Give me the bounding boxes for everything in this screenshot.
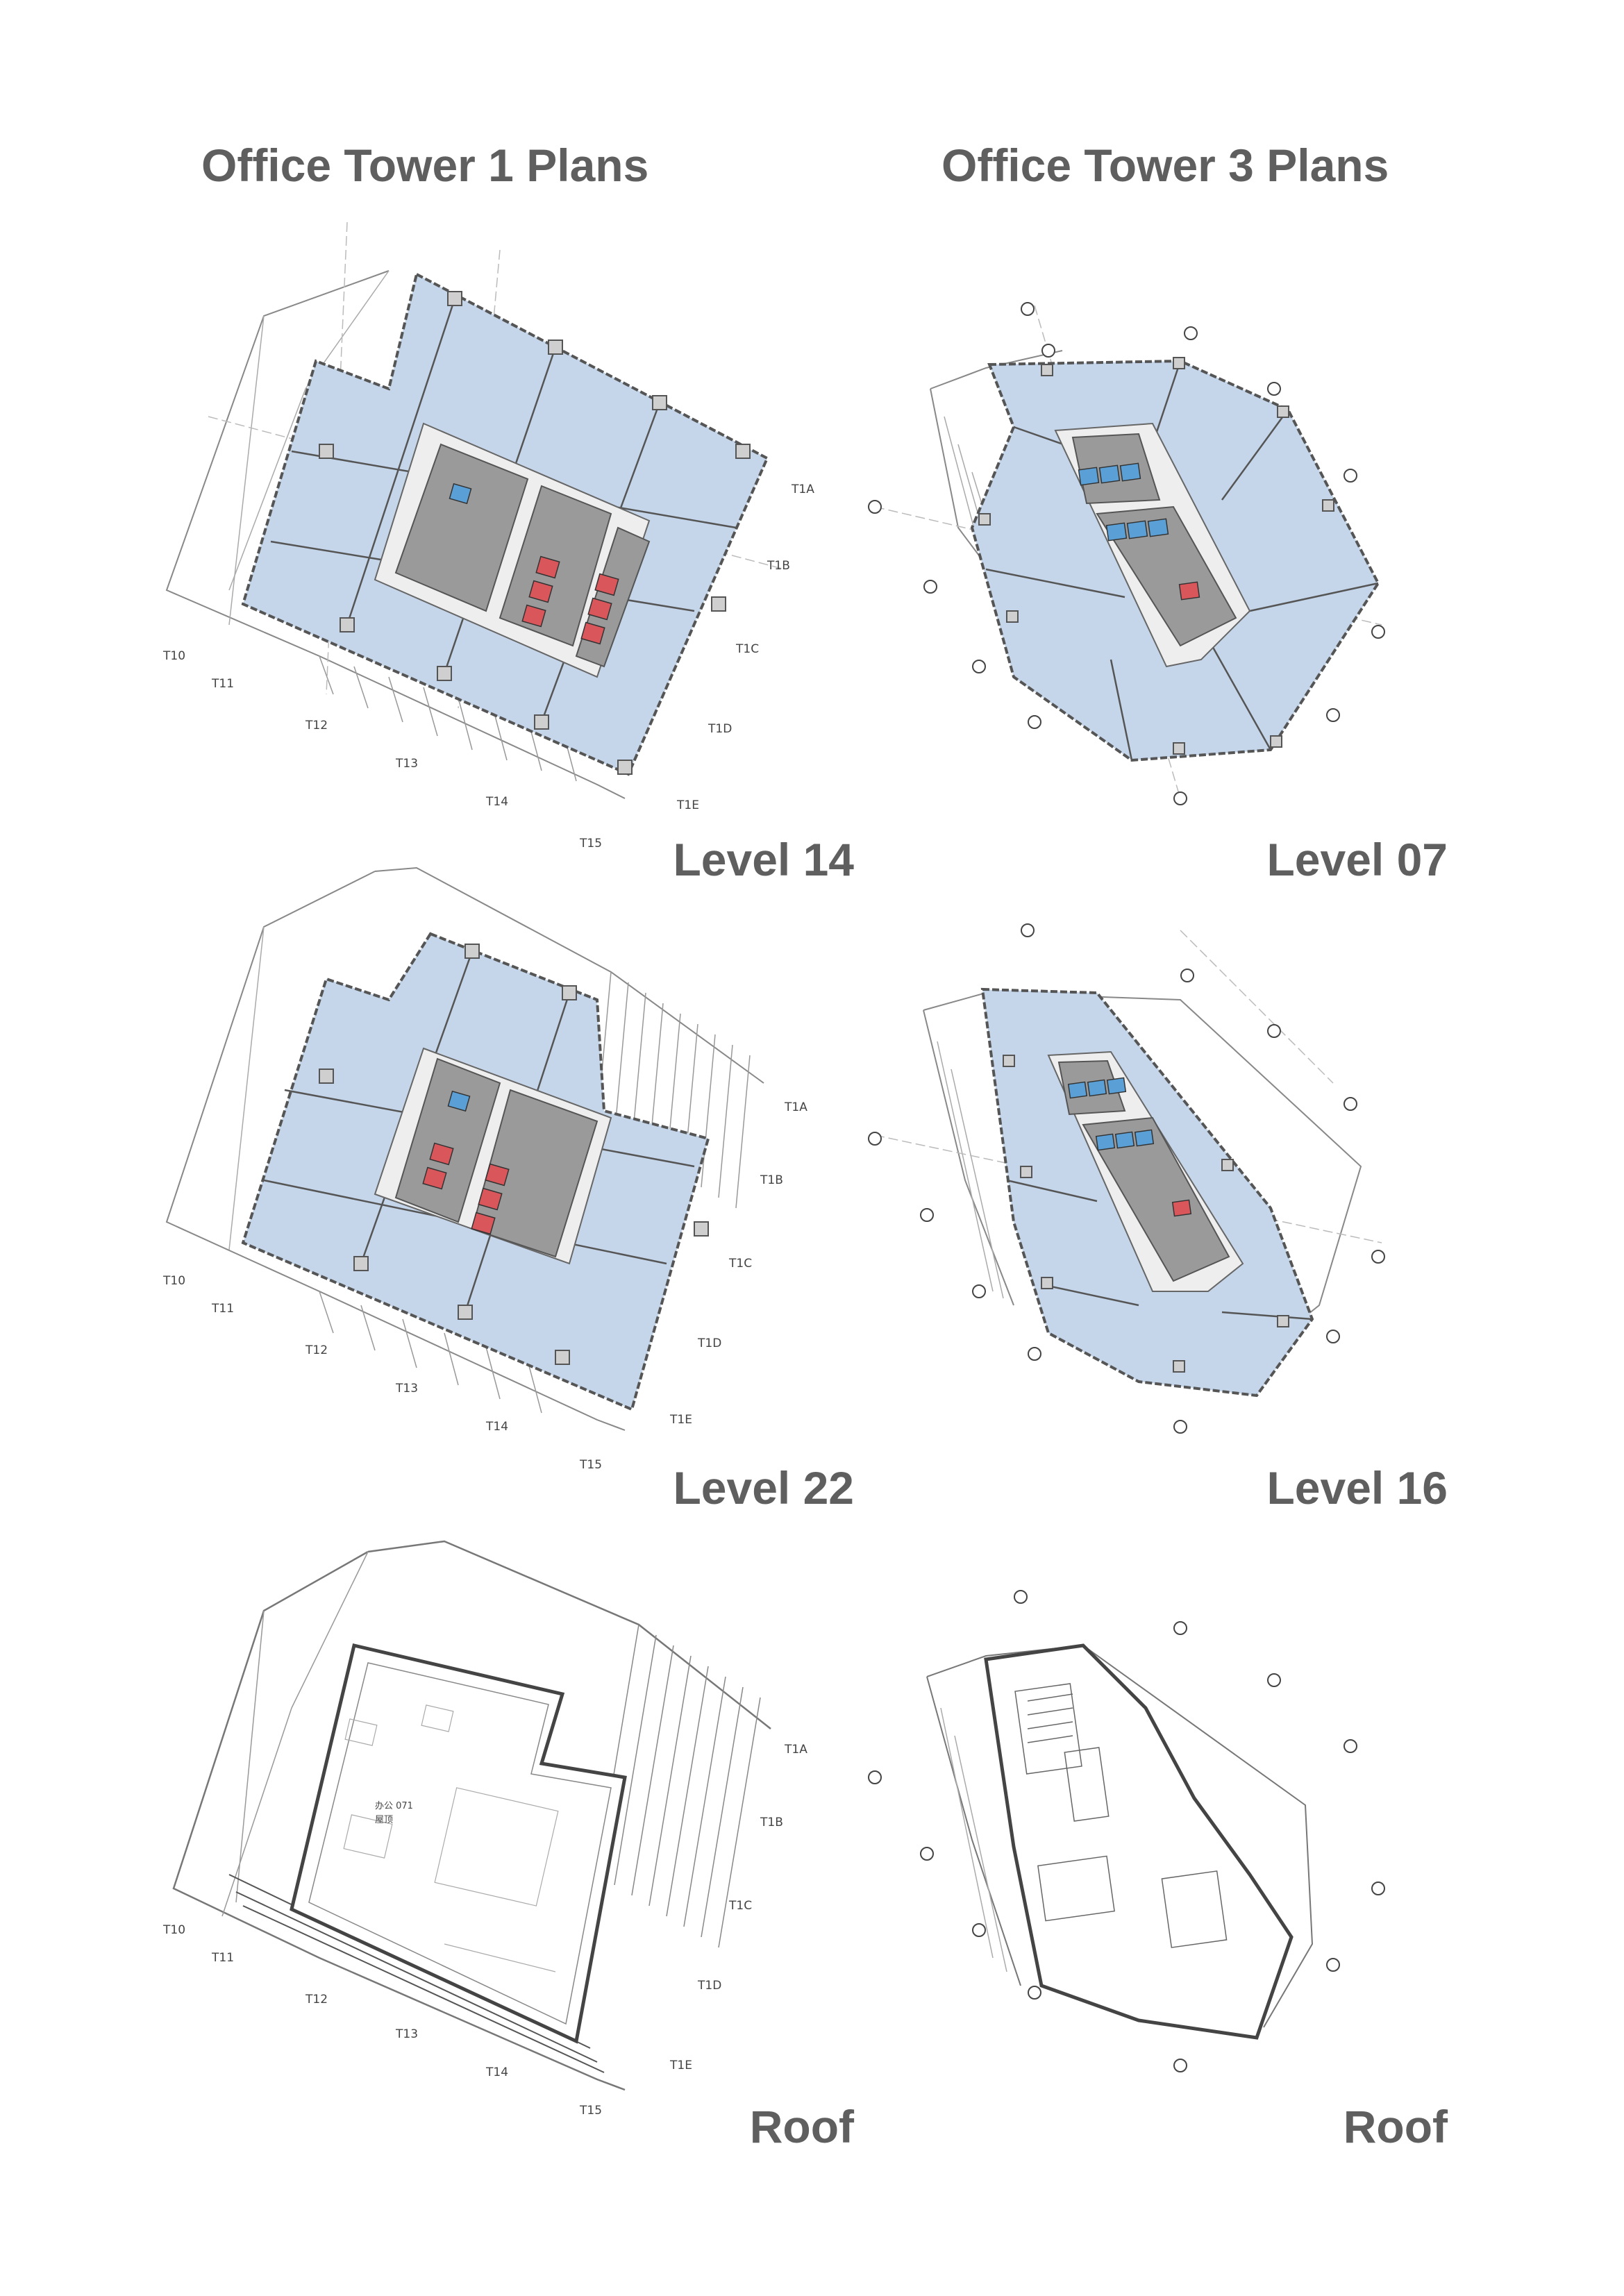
grid-tags-right: T1A T1B T1C T1D T1E <box>669 1100 807 1427</box>
level-label-t1-l14: Level 14 <box>673 834 854 885</box>
roof-parapet <box>290 1643 627 2044</box>
level-label-t3-l16: Level 16 <box>1266 1462 1448 1514</box>
grid-tags-bottom: T10 T11 T12 T13 T14 T15 <box>162 649 602 850</box>
svg-text:T1E: T1E <box>669 2059 692 2072</box>
grid-tags-right: T1A T1B T1C T1D T1E <box>676 483 814 812</box>
svg-text:T15: T15 <box>579 1458 602 1472</box>
svg-text:T11: T11 <box>211 677 234 691</box>
svg-text:T1C: T1C <box>728 1257 752 1271</box>
tower1-heading: Office Tower 1 Plans <box>201 140 649 191</box>
svg-text:T14: T14 <box>485 795 508 809</box>
roof-parapet <box>984 1643 1294 2040</box>
level-label-t1-roof: Roof <box>749 2101 854 2152</box>
svg-text:T13: T13 <box>395 1382 418 1396</box>
level-label-t1-l22: Level 22 <box>673 1462 854 1514</box>
svg-text:T14: T14 <box>485 2065 508 2079</box>
svg-text:T1D: T1D <box>697 1979 721 1993</box>
svg-text:T1A: T1A <box>784 1743 807 1757</box>
svg-text:T13: T13 <box>395 2027 418 2041</box>
plan-t3-level07 <box>868 302 1385 805</box>
svg-text:T13: T13 <box>395 757 418 771</box>
level-label-t3-l07: Level 07 <box>1266 834 1448 885</box>
svg-text:T12: T12 <box>305 1993 328 2006</box>
svg-text:T1E: T1E <box>676 798 699 812</box>
svg-text:T1B: T1B <box>760 1173 783 1187</box>
svg-text:T15: T15 <box>579 837 602 850</box>
svg-text:T11: T11 <box>211 1302 234 1316</box>
plan-t1-level14: T10 T11 T12 T13 T14 T15 T1A T1B T1C T1D … <box>162 221 814 850</box>
plan-t1-level22: T10 T11 T12 T13 T14 T15 T1A T1B T1C T1D … <box>162 866 807 1472</box>
roof-note-main: 办公 071 <box>375 1801 413 1811</box>
svg-text:T10: T10 <box>162 1923 185 1937</box>
plan-t1-roof: 办公 071 屋顶 T10 T11 T12 T13 T14 T15 T1A T1… <box>162 1540 807 2118</box>
svg-text:T14: T14 <box>485 1420 508 1434</box>
grid-tags-bottom: T10 T11 T12 T13 T14 T15 <box>162 1274 602 1472</box>
svg-text:T15: T15 <box>579 2104 602 2118</box>
svg-text:T10: T10 <box>162 649 185 663</box>
grid-tags-bottom: T10 T11 T12 T13 T14 T15 <box>162 1923 602 2118</box>
level-label-t3-roof: Roof <box>1343 2101 1448 2152</box>
svg-text:T1B: T1B <box>767 559 790 573</box>
svg-text:T12: T12 <box>305 719 328 732</box>
svg-text:T1D: T1D <box>697 1336 721 1350</box>
roof-note-sub: 屋顶 <box>375 1815 393 1825</box>
svg-text:T10: T10 <box>162 1274 185 1288</box>
svg-text:T1B: T1B <box>760 1816 783 1829</box>
svg-text:T1D: T1D <box>708 722 732 736</box>
svg-text:T1A: T1A <box>784 1100 807 1114</box>
svg-text:T1A: T1A <box>791 483 814 496</box>
svg-text:T12: T12 <box>305 1343 328 1357</box>
grid-tags-right: T1A T1B T1C T1D T1E <box>669 1743 807 2072</box>
plan-t3-roof <box>868 1590 1385 2072</box>
tower3-heading: Office Tower 3 Plans <box>941 140 1389 191</box>
svg-text:T11: T11 <box>211 1951 234 1965</box>
svg-text:T1C: T1C <box>735 642 759 656</box>
svg-text:T1C: T1C <box>728 1899 752 1913</box>
svg-text:T1E: T1E <box>669 1413 692 1427</box>
plan-t3-level16 <box>868 923 1385 1434</box>
